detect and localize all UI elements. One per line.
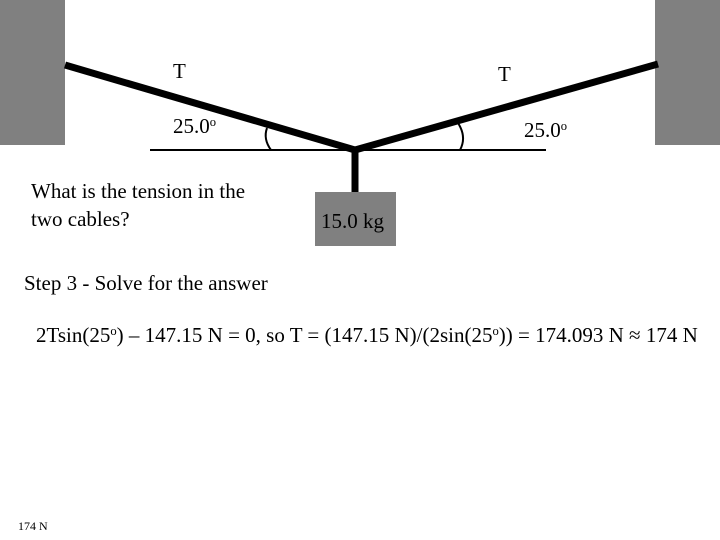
degree-symbol: o <box>560 119 568 134</box>
footer-answer: 174 N <box>18 519 48 533</box>
right-wall-support <box>655 0 720 145</box>
degree-symbol: o <box>492 324 499 338</box>
left-cable <box>64 61 356 154</box>
angle-label-left: 25.0o <box>173 116 216 137</box>
mass-label: 15.0 kg <box>321 209 384 233</box>
tension-label-right: T <box>498 62 511 86</box>
solution-part-1: 2Tsin(25 <box>36 322 111 347</box>
left-angle-arc <box>264 127 272 151</box>
angle-left-value: 25.0 <box>173 114 210 138</box>
angle-right-value: 25.0 <box>524 118 561 142</box>
solution-part-3: )) = 174.093 N ≈ 174 N <box>498 322 698 347</box>
right-cable <box>354 60 659 154</box>
angle-label-right: 25.0o <box>524 120 567 141</box>
tension-label-left: T <box>173 59 186 83</box>
solution-text: 2Tsin(25o) – 147.15 N = 0, so T = (147.1… <box>36 316 716 350</box>
question-text: What is the tension in the two cables? <box>31 179 246 231</box>
step-heading: Step 3 - Solve for the answer <box>24 271 268 295</box>
left-wall-support <box>0 0 65 145</box>
mass-block <box>315 192 396 246</box>
degree-symbol: o <box>110 324 117 338</box>
right-angle-arc <box>457 122 464 151</box>
solution-part-2: ) – 147.15 N = 0, so T = (147.15 N)/(2si… <box>116 322 493 347</box>
degree-symbol: o <box>209 115 217 130</box>
